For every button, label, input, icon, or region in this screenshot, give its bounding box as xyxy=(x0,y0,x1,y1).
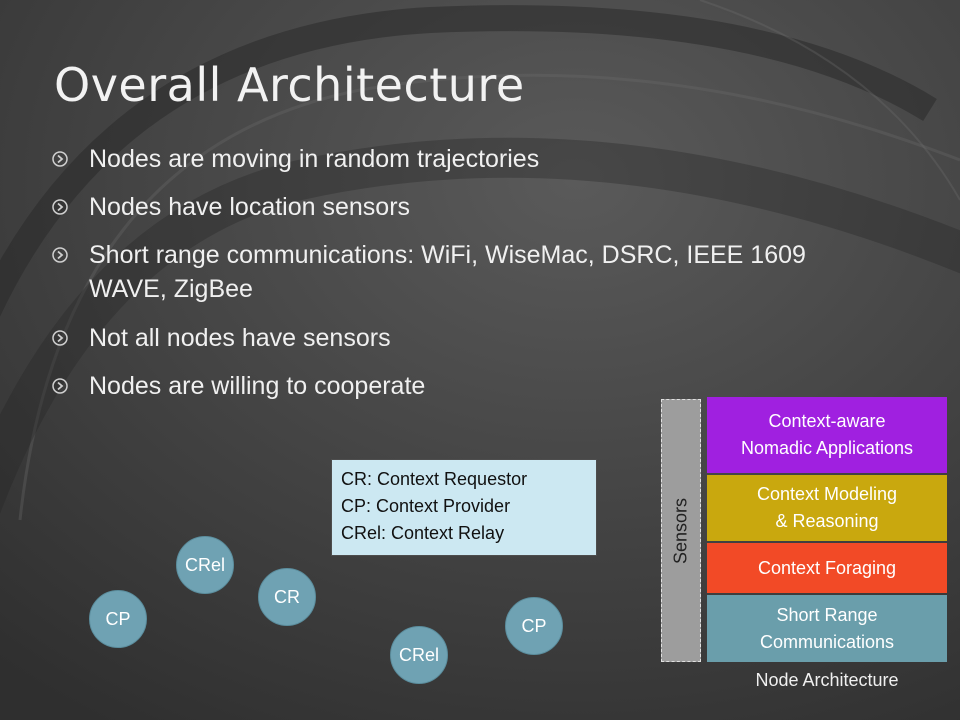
architecture-caption: Node Architecture xyxy=(755,670,899,690)
node-circle: CRel xyxy=(176,536,234,594)
node-circle: CRel xyxy=(390,626,448,684)
bullet-text: Short range communications: WiFi, WiseMa… xyxy=(89,241,806,303)
layer-applications: Context-aware Nomadic Applications xyxy=(707,397,947,473)
legend-box: CR: Context Requestor CP: Context Provid… xyxy=(331,459,597,556)
layer-communications: Short Range Communications xyxy=(707,595,947,662)
circled-arrow-icon xyxy=(52,330,68,346)
layer-label: Context-aware Nomadic Applications xyxy=(740,411,914,458)
legend-item: CP: Context Provider xyxy=(341,496,511,516)
node-circle: CR xyxy=(258,568,316,626)
bullet-text: Nodes are willing to cooperate xyxy=(89,372,426,400)
circled-arrow-icon xyxy=(52,199,68,215)
bullet-text: Nodes are moving in random trajectories xyxy=(89,145,540,173)
sensors-label: Sensors xyxy=(670,497,691,564)
circled-arrow-icon xyxy=(52,151,68,167)
circled-arrow-icon xyxy=(52,378,68,394)
slide-title: Overall Architecture xyxy=(54,58,525,112)
legend-item: CR: Context Requestor xyxy=(341,469,528,489)
layer-foraging: Context Foraging xyxy=(707,543,947,593)
bullet-text: Not all nodes have sensors xyxy=(89,324,391,352)
sensors-bar: Sensors xyxy=(661,399,701,662)
legend-item: CRel: Context Relay xyxy=(341,523,505,543)
node-circle: CP xyxy=(505,597,563,655)
layer-modeling: Context Modeling & Reasoning xyxy=(707,475,947,541)
bullet-text: Nodes have location sensors xyxy=(89,193,411,221)
layer-label: Short Range Communications xyxy=(759,604,895,652)
circled-arrow-icon xyxy=(52,247,68,263)
layer-label: Context Modeling & Reasoning xyxy=(756,484,898,531)
node-circle: CP xyxy=(89,590,147,648)
layer-label: Context Foraging xyxy=(757,557,897,578)
